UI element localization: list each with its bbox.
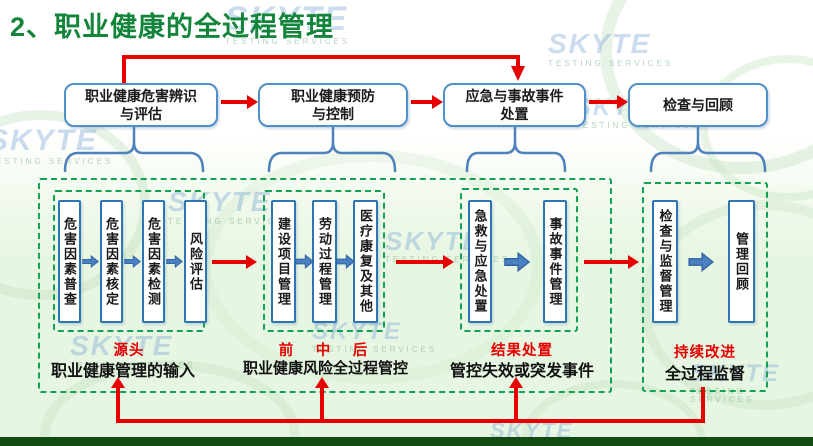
- flow-arrow-stage2-to-stage3: [411, 94, 443, 109]
- stage-caption-improve: 全过程监督: [664, 366, 745, 383]
- brace-connector-stage2: [267, 127, 397, 173]
- process-item: 管理回顾: [728, 200, 755, 323]
- process-item: 建设项目管理: [271, 200, 296, 323]
- process-item: 风险评估: [184, 200, 207, 323]
- process-item-label: 危害因素普查: [62, 216, 77, 307]
- block-arrow-icon: [82, 254, 99, 269]
- bus-riser-arrowhead: [315, 377, 329, 388]
- brace-connector-stage3: [465, 127, 567, 173]
- stage-box-label-line1: 应急与事故事件: [465, 87, 564, 104]
- group-frame-process: [263, 190, 385, 332]
- bus-riser-group1: [116, 386, 120, 423]
- process-item: 医疗康复及其他: [353, 200, 378, 323]
- process-item-label: 劳动过程管理: [317, 216, 332, 307]
- process-item-label: 建设项目管理: [276, 216, 291, 307]
- stage-box-emergency-response: 应急与事故事件 处置: [443, 83, 586, 127]
- brace-connector-stage4: [649, 127, 767, 173]
- process-item: 检查与监督管理: [652, 200, 678, 323]
- process-item-label: 危害因素检测: [146, 216, 161, 307]
- flow-arrow-group3-to-group4: [584, 254, 639, 269]
- process-item-label: 危害因素核定: [104, 216, 119, 307]
- bus-riser-group3: [514, 386, 518, 423]
- block-arrow-icon: [336, 254, 355, 269]
- group-frame-improve: [642, 182, 768, 392]
- stage-box-check-review: 检查与回顾: [628, 83, 768, 127]
- process-item: 急救与应急处置: [468, 200, 492, 323]
- bus-riser-group4: [701, 387, 705, 423]
- footer-bar: [0, 437, 813, 446]
- stage-tag-improve: 持续改进: [674, 345, 736, 361]
- block-arrow-icon: [124, 254, 141, 269]
- process-item-label: 事故事件管理: [547, 216, 563, 307]
- block-arrow-icon: [295, 254, 314, 269]
- bus-riser-arrowhead: [111, 377, 125, 388]
- stage-tag-source: 源头: [113, 343, 145, 359]
- stage-tag-result: 结果处置: [491, 343, 553, 359]
- stage-box-label-line1: 检查与回顾: [663, 96, 733, 113]
- flow-arrow-group1-to-group2: [212, 254, 257, 269]
- bus-riser-arrowhead: [509, 377, 523, 388]
- block-arrow-icon: [688, 251, 714, 273]
- block-arrow-icon: [504, 251, 531, 273]
- process-item-label: 医疗康复及其他: [358, 209, 373, 314]
- flow-arrow-stage1-to-stage2: [221, 94, 258, 109]
- process-item-label: 风险评估: [188, 231, 203, 292]
- stage-caption-result: 管控失效或突发事件: [449, 363, 594, 380]
- process-item: 危害因素普查: [58, 200, 81, 323]
- stage-box-hazard-identification: 职业健康危害辨识 与评估: [64, 83, 218, 127]
- stage-box-label-line2: 处置: [500, 106, 529, 122]
- stage-box-label-line2: 与控制: [312, 106, 354, 122]
- process-item: 危害因素核定: [100, 200, 123, 323]
- block-arrow-icon: [166, 254, 183, 269]
- group-frame-result: [460, 188, 578, 332]
- stage-tag-process: 前 中 后: [278, 343, 372, 359]
- stage-box-label-line1: 职业健康危害辨识: [85, 87, 197, 104]
- stage-box-label-line1: 职业健康预防: [291, 87, 375, 104]
- bus-line: [116, 419, 705, 423]
- process-item-label: 管理回顾: [734, 231, 749, 292]
- flow-arrow-stage3-to-stage4: [589, 94, 628, 109]
- process-item: 劳动过程管理: [312, 200, 337, 323]
- process-item: 危害因素检测: [142, 200, 165, 323]
- process-item-label: 急救与应急处置: [472, 209, 488, 314]
- brace-connector-stage1: [63, 127, 205, 173]
- process-item-label: 检查与监督管理: [657, 209, 673, 314]
- process-item: 事故事件管理: [543, 200, 567, 323]
- feedback-arrow: [122, 55, 525, 83]
- stage-box-prevention-control: 职业健康预防 与控制: [258, 83, 408, 127]
- page-title: 2、职业健康的全过程管理: [10, 12, 335, 42]
- outer-frame: [38, 178, 612, 393]
- bus-riser-group2: [320, 386, 324, 423]
- stage-box-label-line2: 与评估: [120, 106, 162, 122]
- stage-caption-source: 职业健康管理的输入: [50, 363, 195, 380]
- stage-caption-process: 职业健康风险全过程管控: [242, 360, 408, 377]
- flow-arrow-group2-to-group3: [396, 254, 454, 269]
